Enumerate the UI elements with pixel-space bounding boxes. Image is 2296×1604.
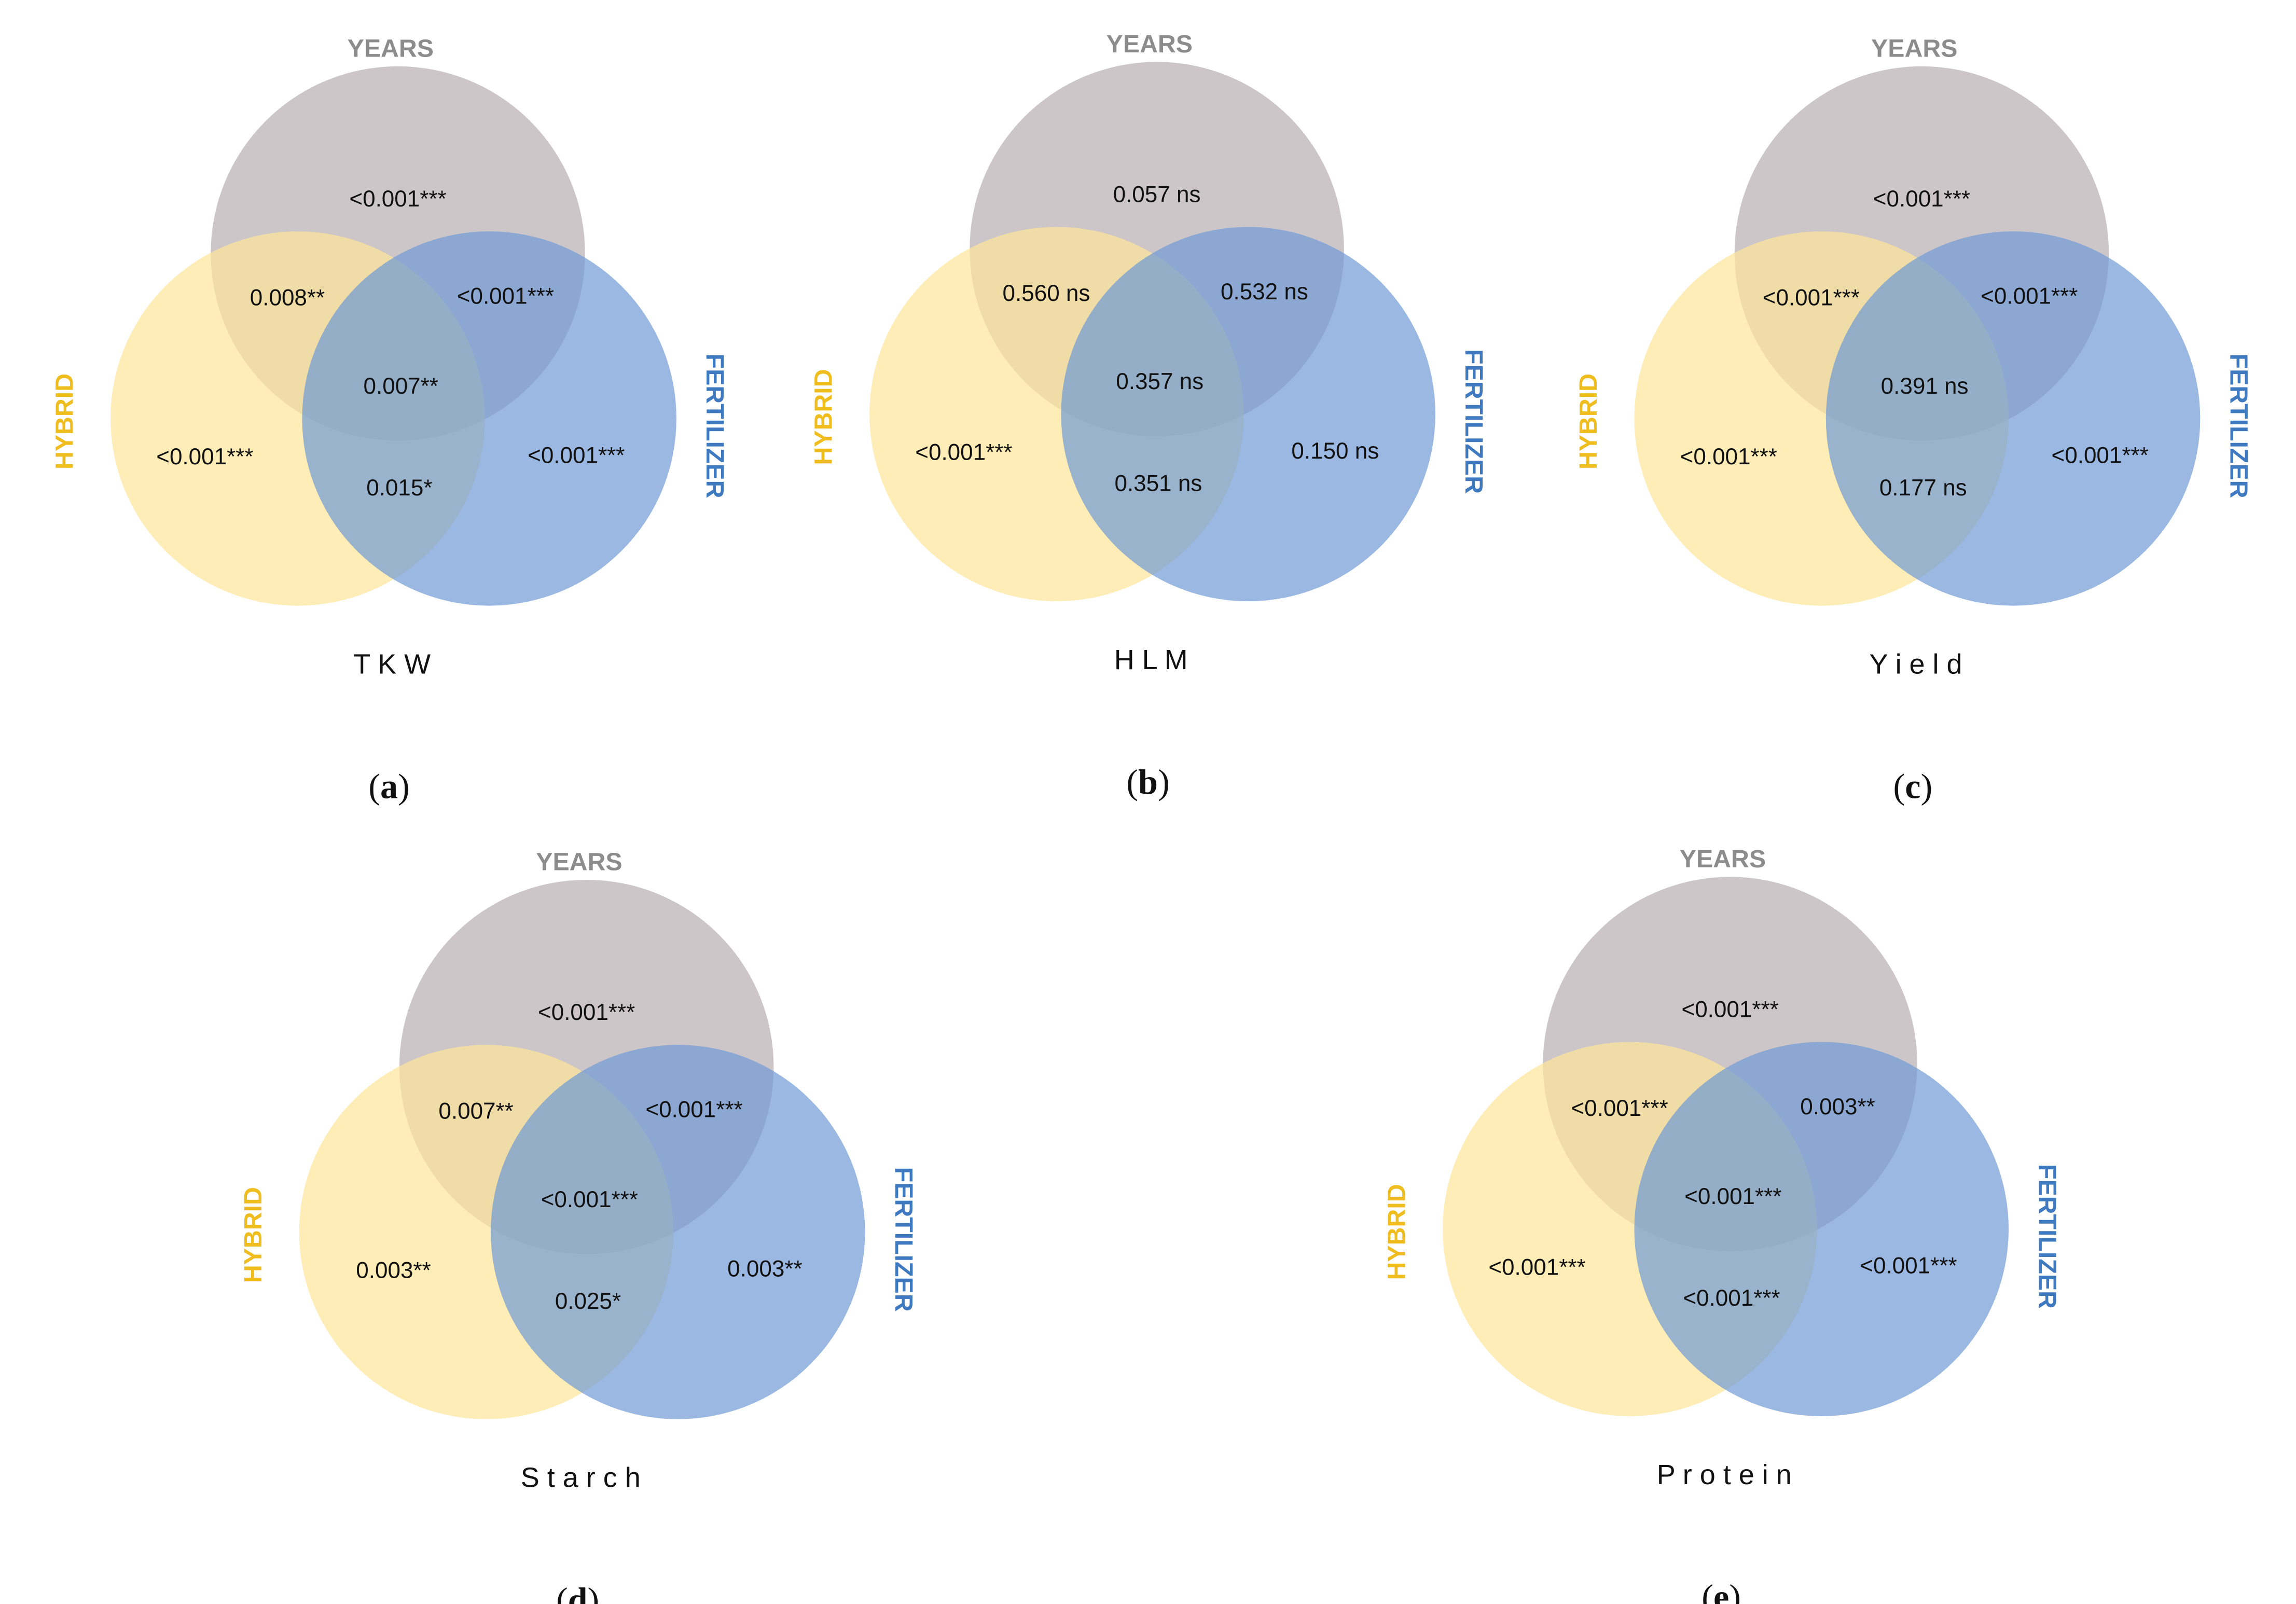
venn-panel-e: <0.001*** <0.001*** 0.003** <0.001*** <0.001… (1383, 845, 2062, 1604)
value-years-fertilizer: 0.003** (1800, 1094, 1875, 1119)
value-hybrid: <0.001*** (915, 440, 1012, 465)
value-hybrid: <0.001*** (156, 444, 253, 469)
value-hybrid-fertilizer: 0.025* (555, 1289, 621, 1314)
value-years-hybrid: <0.001*** (1571, 1096, 1668, 1121)
venn-panel-b: 0.057 ns 0.560 ns 0.532 ns 0.357 ns <0.001**… (810, 30, 1488, 801)
value-years-fertilizer: 0.532 ns (1221, 279, 1308, 305)
years-label: YEARS (1871, 34, 1957, 62)
hybrid-label: HYBRID (1574, 374, 1602, 469)
panel-letter: (e) (1702, 1577, 1741, 1604)
value-years-hybrid: <0.001*** (1763, 285, 1860, 310)
hybrid-label: HYBRID (810, 369, 838, 465)
fertilizer-label: FERTILIZER (2225, 354, 2253, 499)
value-years-fertilizer: <0.001*** (457, 283, 554, 309)
value-years-fertilizer: <0.001*** (645, 1097, 742, 1123)
value-years: <0.001*** (538, 1000, 635, 1025)
value-all: 0.391 ns (1881, 374, 1969, 399)
value-hybrid-fertilizer: 0.015* (366, 475, 432, 501)
value-fertilizer: <0.001*** (2052, 443, 2149, 468)
fertilizer-label: FERTILIZER (1460, 349, 1488, 494)
value-all: 0.007** (364, 374, 438, 399)
value-years: <0.001*** (1681, 997, 1778, 1022)
value-hybrid: 0.003** (356, 1257, 431, 1283)
fertilizer-label: FERTILIZER (890, 1167, 918, 1312)
value-hybrid: <0.001*** (1488, 1255, 1585, 1280)
value-years-fertilizer: <0.001*** (1981, 283, 2078, 309)
trait-label: S t a r c h (521, 1462, 641, 1493)
panel-letter: (a) (368, 766, 409, 806)
trait-label: T K W (353, 648, 431, 680)
years-label: YEARS (1680, 845, 1766, 873)
trait-label: Y i e l d (1870, 648, 1962, 680)
value-all: <0.001*** (541, 1187, 638, 1212)
years-label: YEARS (536, 848, 622, 876)
value-years: 0.057 ns (1113, 182, 1201, 207)
value-years: <0.001*** (349, 186, 446, 212)
years-label: YEARS (1106, 30, 1193, 58)
fertilizer-circle (302, 231, 676, 606)
value-fertilizer: <0.001*** (1860, 1253, 1957, 1279)
fertilizer-label: FERTILIZER (701, 354, 729, 499)
value-fertilizer: 0.150 ns (1291, 438, 1379, 464)
fertilizer-circle (490, 1045, 865, 1419)
value-hybrid-fertilizer: 0.177 ns (1879, 475, 1967, 501)
value-fertilizer: 0.003** (727, 1256, 802, 1281)
fertilizer-circle (1061, 227, 1435, 602)
value-hybrid-fertilizer: 0.351 ns (1114, 471, 1202, 496)
fertilizer-label: FERTILIZER (2033, 1164, 2061, 1309)
years-label: YEARS (348, 34, 434, 62)
fertilizer-circle (1634, 1042, 2009, 1417)
value-all: <0.001*** (1684, 1184, 1781, 1209)
panel-letter: (b) (1126, 762, 1169, 801)
value-years-hybrid: 0.560 ns (1003, 281, 1090, 306)
trait-label: H L M (1114, 644, 1188, 675)
fertilizer-circle (1825, 231, 2201, 606)
panel-letter: (d) (556, 1580, 599, 1604)
panel-letter: (c) (1893, 766, 1933, 806)
value-all: 0.357 ns (1116, 369, 1204, 394)
venn-panel-d: <0.001*** 0.007** <0.001*** <0.001*** 0.003*… (239, 848, 918, 1604)
value-hybrid-fertilizer: <0.001*** (1683, 1285, 1780, 1311)
value-years: <0.001*** (1873, 186, 1970, 212)
value-fertilizer: <0.001*** (528, 443, 625, 468)
venn-panel-c: <0.001*** <0.001*** <0.001*** 0.391 ns <0.00… (1574, 34, 2253, 806)
trait-label: P r o t e i n (1657, 1459, 1792, 1490)
value-years-hybrid: 0.007** (438, 1098, 513, 1124)
hybrid-label: HYBRID (51, 374, 79, 469)
hybrid-label: HYBRID (1383, 1184, 1411, 1280)
value-years-hybrid: 0.008** (250, 285, 325, 310)
value-hybrid: <0.001*** (1680, 444, 1777, 469)
hybrid-label: HYBRID (239, 1187, 267, 1283)
venn-panel-a: <0.001*** 0.008** <0.001*** 0.007** <0.001**… (51, 34, 729, 806)
